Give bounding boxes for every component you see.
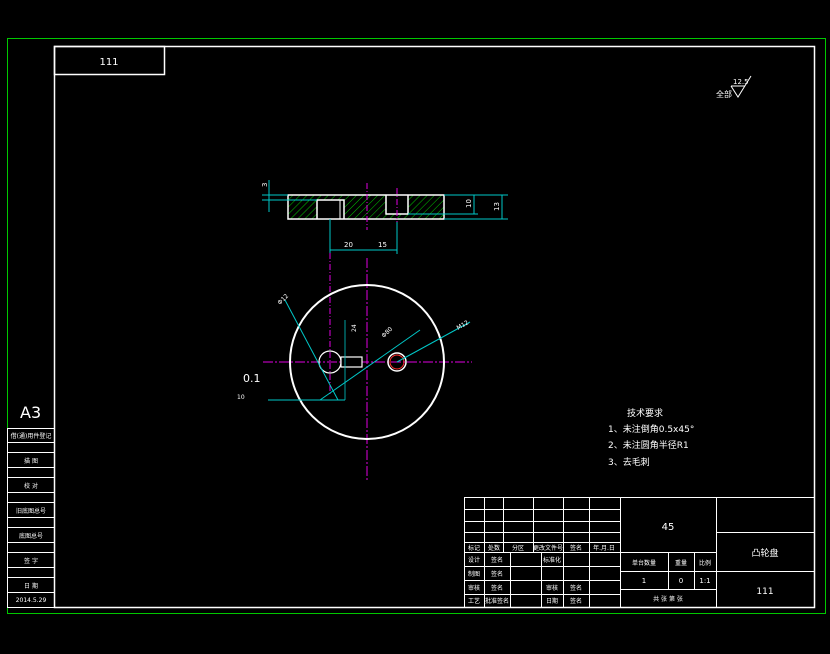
row-label-4: 更改文件号	[533, 544, 563, 552]
dim-tol: 0.1	[243, 372, 261, 385]
row4-col4: 签名	[570, 584, 582, 592]
surface-finish-value: 12.5	[733, 78, 749, 86]
row4-col3: 审核	[546, 584, 558, 592]
dim-15: 15	[378, 241, 387, 249]
row-label-6: 年.月.日	[593, 544, 615, 552]
title-block-text: 45 凸轮盘 111 单台数量 重量 比例 1 0 1:1 共 张 第 张 标记…	[468, 522, 779, 605]
tech-req-item-2: 2、未注圆角半径R1	[608, 439, 689, 451]
inner-frame	[53, 45, 816, 609]
row5-col3: 日期	[546, 597, 558, 605]
code-box	[53, 45, 166, 76]
side-list: A3	[7, 403, 55, 608]
side-item-8: 2014.5.29	[16, 597, 47, 604]
material: 45	[662, 522, 675, 533]
outer-frame	[7, 38, 826, 614]
row2-col1: 设计	[468, 556, 480, 564]
drawing-number: 111	[756, 587, 773, 597]
scale-value: 1:1	[699, 577, 710, 585]
title-block	[464, 497, 815, 608]
row5-col4: 签名	[570, 597, 582, 605]
dim-13: 13	[493, 202, 501, 211]
section-view: 3 10 13 20 15	[261, 180, 508, 254]
row5-col2: 批准签名	[485, 597, 509, 605]
code-box-text: 111	[99, 57, 118, 68]
tech-req-item-3: 3、去毛刺	[608, 456, 650, 468]
row-label-1: 标记	[468, 544, 480, 552]
dim-20: 20	[344, 241, 353, 249]
row-label-2: 处数	[488, 544, 500, 552]
dim-24: 24	[351, 324, 358, 332]
row5-col1: 工艺	[468, 597, 480, 605]
row4-col1: 审核	[468, 584, 480, 592]
side-item-2: 描 图	[24, 457, 38, 465]
tech-req-title: 技术要求	[627, 407, 663, 419]
side-item-1: 借(通)用件登记	[11, 432, 52, 440]
side-item-7: 日 期	[24, 582, 38, 590]
tech-requirements: 技术要求 1、未注倒角0.5x45° 2、未注圆角半径R1 3、去毛刺	[608, 407, 694, 468]
part-name: 凸轮盘	[751, 547, 778, 559]
dim-10-plan: 10	[237, 394, 245, 401]
dim-phi12: Φ12	[276, 293, 290, 307]
dim-10: 10	[465, 199, 473, 208]
row3-col2: 签名	[491, 570, 503, 578]
row-label-3: 分区	[512, 544, 524, 552]
row3-col1: 制图	[468, 570, 480, 578]
row2-col3: 标准化	[543, 556, 561, 564]
surface-finish-label: 全部	[716, 89, 732, 99]
mass-label: 重量	[675, 559, 687, 567]
row2-col2: 签名	[491, 556, 503, 564]
plan-view: Φ12 Φ80 M12 24 0.1 10	[237, 253, 472, 480]
dim-3: 3	[261, 183, 269, 187]
dim-m12: M12	[456, 319, 471, 332]
surface-finish-symbol: 全部 12.5	[716, 75, 752, 99]
side-item-5: 底图总号	[19, 532, 43, 540]
mass-value: 0	[679, 577, 683, 585]
side-item-3: 校 对	[24, 482, 38, 490]
format-label: A3	[20, 403, 41, 422]
dim-phi80: Φ80	[380, 326, 394, 340]
qty-label: 单台数量	[632, 559, 656, 567]
sheet-text: 共 张 第 张	[653, 595, 683, 603]
side-list-labels: 借(通)用件登记 描 图 校 对 旧底图总号 底图总号 签 字 日 期 2014…	[11, 432, 52, 604]
row-label-5: 签名	[570, 544, 582, 552]
scale-label: 比例	[699, 559, 711, 567]
tech-req-item-1: 1、未注倒角0.5x45°	[608, 423, 694, 435]
row4-col2: 签名	[491, 584, 503, 592]
qty-value: 1	[642, 577, 646, 585]
side-item-4: 旧底图总号	[16, 507, 46, 515]
side-item-6: 签 字	[24, 557, 38, 565]
